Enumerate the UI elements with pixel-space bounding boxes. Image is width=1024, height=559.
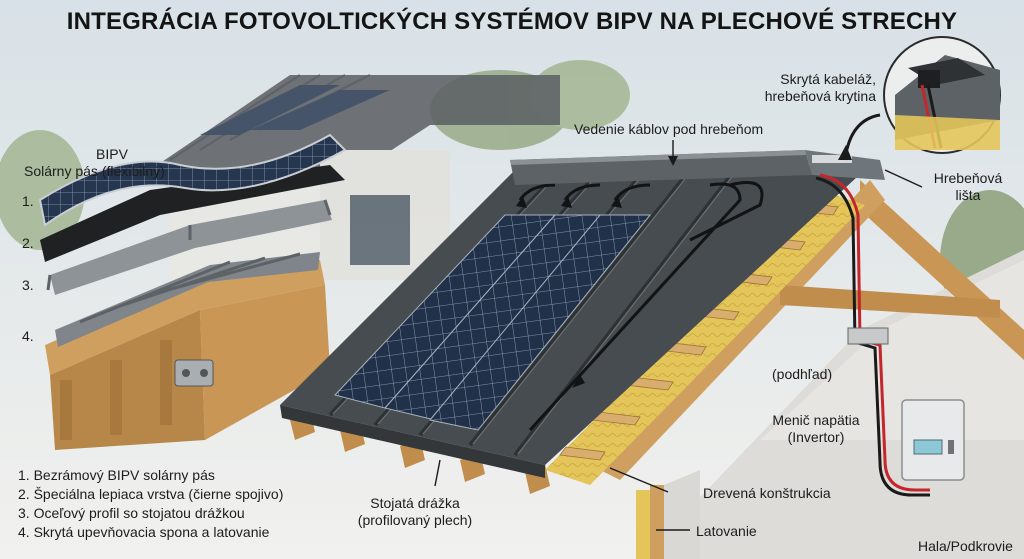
label-inverter-line2: (Invertor) — [787, 429, 845, 445]
diagram-title: INTEGRÁCIA FOTOVOLTICKÝCH SYSTÉMOV BIPV … — [66, 8, 958, 35]
label-timber: Drevená konštrukcia — [703, 485, 831, 501]
label-hidden-cabling-line1: Skrytá kabeláž, — [780, 71, 876, 87]
layer-marker-1: 1. — [22, 193, 34, 209]
label-inverter: Menič napätia (Invertor) — [760, 412, 872, 446]
label-standing-seam-line1: Stojatá drážka — [370, 495, 460, 511]
legend-item: 3. Oceľový profil so stojatou drážkou — [18, 505, 245, 521]
label-standing-seam: Stojatá drážka (profilovaný plech) — [345, 495, 485, 529]
bipv-heading: BIPV — [62, 146, 162, 163]
label-hidden-cabling: Skrytá kabeláž, hrebeňová krytina — [740, 71, 876, 105]
layer-legend: 1. Bezrámový BIPV solárny pás 2. Špeciál… — [18, 466, 283, 542]
label-inverter-line1: Menič napätia — [772, 412, 860, 428]
label-ceiling: (podhľad) — [772, 366, 833, 382]
label-hidden-cabling-line2: hrebeňová krytina — [764, 88, 876, 104]
leader-arrowhead — [838, 145, 852, 160]
label-attic: Hala/Podkrovie — [918, 538, 1013, 554]
layer-marker-3: 3. — [22, 277, 34, 293]
label-standing-seam-line2: (profilovaný plech) — [357, 512, 473, 528]
label-ridge-line2: lišta — [955, 187, 981, 203]
layer-marker-2: 2. — [22, 235, 34, 251]
ridge-detail-inset — [883, 36, 1001, 154]
bipv-heading-line2: Solárny pás (flexibilný) — [24, 163, 165, 179]
leader-arrowhead — [668, 156, 678, 166]
label-ridge-line1: Hrebeňová — [933, 170, 1003, 186]
label-cable-routing: Vedenie káblov pod hrebeňom — [574, 121, 764, 137]
legend-item: 4. Skrytá upevňovacia spona a latovanie — [18, 524, 270, 540]
label-ridge: Hrebeňová lišta — [920, 170, 1016, 204]
main-roof-cutaway — [280, 150, 1024, 559]
legend-item: 1. Bezrámový BIPV solárny pás — [18, 467, 215, 483]
legend-item: 2. Špeciálna lepiaca vrstva (čierne spoj… — [18, 486, 284, 502]
exploded-layer-stack — [38, 133, 347, 450]
bipv-heading-line1: BIPV — [96, 146, 128, 162]
label-battens: Latovanie — [696, 523, 757, 539]
layer-marker-4: 4. — [22, 328, 34, 344]
